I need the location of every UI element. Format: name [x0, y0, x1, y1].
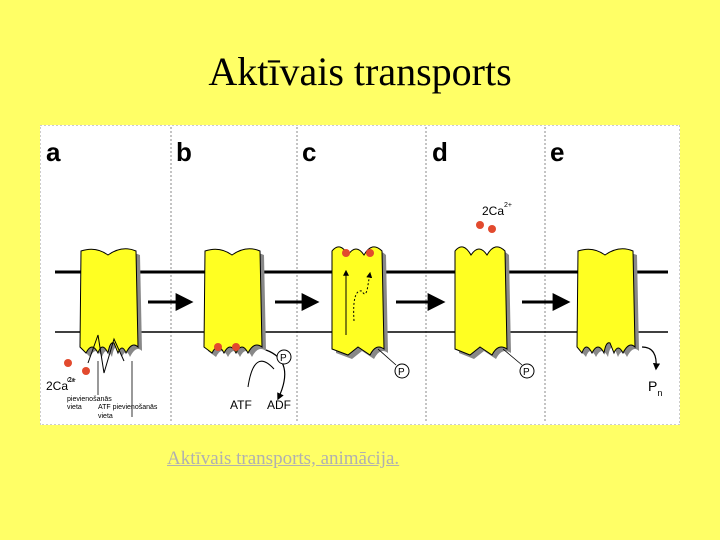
calcium-ion — [82, 367, 90, 375]
atf-site-label-line2: vieta — [98, 413, 113, 420]
phosphate-label-b: P — [280, 353, 287, 364]
pump-b — [203, 248, 266, 357]
atf-site-label-line1: ATF pievienošanās — [98, 404, 158, 411]
reaction-arrow — [265, 349, 286, 401]
pump-e — [576, 248, 639, 357]
pump-a — [79, 248, 142, 357]
animation-link[interactable]: Aktīvais transports, animācija. — [167, 448, 400, 469]
calcium-ion — [342, 249, 350, 257]
atf-label: ATF — [230, 398, 252, 412]
phosphate-label-c: P — [398, 367, 405, 378]
calcium-label-d: 2Ca2+ — [482, 202, 512, 218]
ca-site-label-line1: Ca — [67, 378, 75, 384]
ca-site-label-line2: pievienošanās — [67, 396, 112, 403]
calcium-ion — [488, 225, 496, 233]
panel-label-b: b — [176, 137, 192, 167]
slide-title: Aktīvais transports — [208, 49, 512, 94]
panel-label-d: d — [432, 137, 448, 167]
panel-label-c: c — [302, 137, 316, 167]
ca-site-label-line3: vieta — [67, 404, 82, 411]
calcium-ion — [476, 221, 484, 229]
transport-diagram: a b c d e 2Ca2+ Ca pievienošanās vi — [40, 125, 680, 425]
panel-label-a: a — [46, 137, 61, 167]
calcium-ion — [64, 359, 72, 367]
calcium-label-a: 2Ca2+ — [46, 377, 76, 393]
phosphate-circle — [519, 363, 535, 379]
phosphate-inorganic-label: Pn — [648, 378, 662, 398]
transport-path — [353, 271, 373, 322]
phosphate-tether — [502, 348, 523, 366]
phosphate-tether — [377, 348, 397, 366]
binding-site-line — [87, 334, 125, 374]
pump-d — [454, 246, 511, 359]
reaction-arrow — [247, 360, 275, 388]
panel-label-e: e — [550, 137, 564, 167]
calcium-ion — [366, 249, 374, 257]
phosphate-label-d: P — [523, 367, 530, 378]
phosphate-circle — [276, 349, 292, 365]
release-arrow — [641, 346, 661, 371]
pump-c — [331, 246, 388, 359]
calcium-ion — [214, 343, 222, 351]
phosphate-circle — [394, 363, 410, 379]
adf-label: ADF — [267, 398, 291, 412]
calcium-ion — [232, 343, 240, 351]
